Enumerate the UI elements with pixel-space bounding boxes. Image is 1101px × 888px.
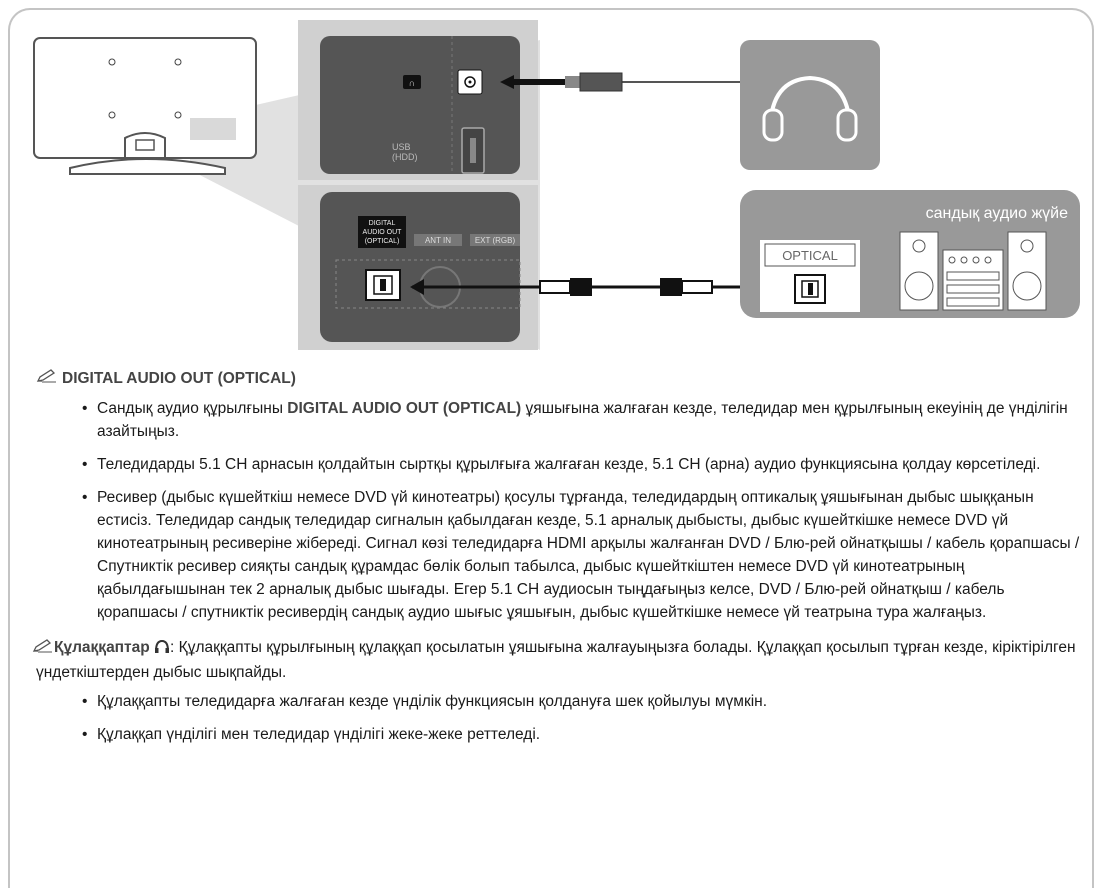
list-item: Теледидарды 5.1 CH арнасын қолдайтын сыр…	[82, 453, 1080, 476]
pencil-note-icon	[36, 368, 62, 391]
headphones-illustration	[740, 40, 880, 170]
connection-diagram: ∩ USB (HDD) DIGITAL AUDIO OUT (OPTICAL) …	[33, 20, 1080, 350]
list-item: Ресивер (дыбыс күшейткіш немесе DVD үй к…	[82, 486, 1080, 624]
digital-port-label: DIGITAL	[369, 220, 396, 227]
list-item: Құлаққап үнділігі мен теледидар үнділігі…	[82, 723, 1080, 746]
pencil-note-icon	[32, 638, 54, 661]
svg-text:∩: ∩	[409, 78, 415, 88]
optical-cable	[410, 278, 740, 296]
headphones-bullets: Құлаққапты теледидарға жалғаған кезде үн…	[40, 690, 1080, 746]
digital-audio-system-illustration: сандық аудио жүйе OPTICAL	[740, 190, 1080, 318]
headphones-heading: Құлаққаптар	[54, 639, 150, 656]
optical-input-label: OPTICAL	[782, 248, 838, 263]
list-item: Құлаққапты теледидарға жалғаған кезде үн…	[82, 690, 1080, 713]
list-item: Сандық аудио құрылғыны DIGITAL AUDIO OUT…	[82, 397, 1080, 443]
headphone-icon	[154, 638, 170, 661]
optical-note-heading: DIGITAL AUDIO OUT (OPTICAL)	[36, 367, 1080, 391]
lower-port-panel: DIGITAL AUDIO OUT (OPTICAL) ANT IN EXT (…	[298, 185, 538, 350]
page-frame	[8, 8, 1094, 888]
ant-port-label: ANT IN	[425, 236, 451, 245]
ext-port-label: EXT (RGB)	[475, 236, 516, 245]
upper-port-panel: ∩ USB (HDD)	[298, 20, 538, 180]
headphones-note: Құлаққаптар : Құлаққапты құрылғының құла…	[32, 636, 1080, 684]
svg-text:(HDD): (HDD)	[392, 152, 418, 162]
headphone-cable	[490, 72, 740, 92]
svg-text:(OPTICAL): (OPTICAL)	[365, 238, 400, 245]
optical-heading: DIGITAL AUDIO OUT (OPTICAL)	[62, 370, 296, 387]
usb-port-label: USB	[392, 142, 411, 152]
optical-bullets: Сандық аудио құрылғыны DIGITAL AUDIO OUT…	[40, 397, 1080, 624]
instructions-text: DIGITAL AUDIO OUT (OPTICAL) Сандық аудио…	[32, 367, 1080, 756]
audio-system-title: сандық аудио жүйе	[926, 205, 1068, 222]
svg-text:AUDIO OUT: AUDIO OUT	[363, 229, 403, 236]
